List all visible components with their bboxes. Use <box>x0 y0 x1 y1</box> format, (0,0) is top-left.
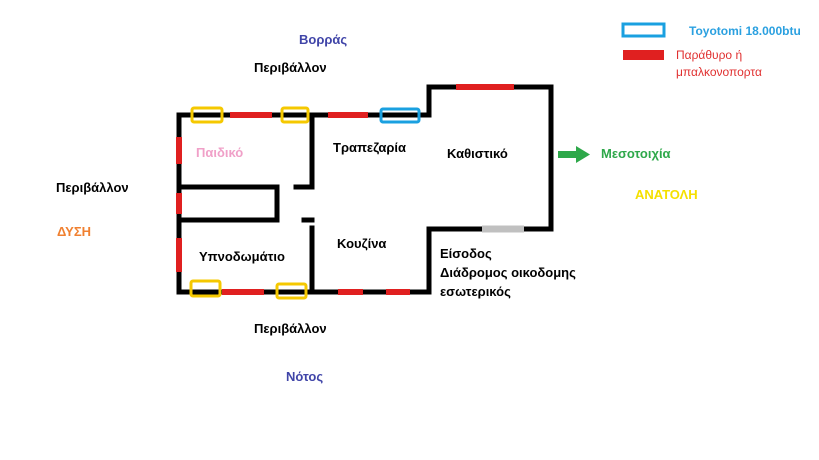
yellow-unit <box>189 279 222 298</box>
legend-window-label-1: Παράθυρο ή <box>676 48 743 62</box>
windows <box>176 84 514 295</box>
walls <box>176 84 554 295</box>
room-living: Καθιστικό <box>447 146 508 161</box>
room-entrance-2: Διάδρομος οικοδομης <box>440 265 576 280</box>
adjacent-label: Μεσοτοιχία <box>601 146 671 161</box>
north-label: Βορράς <box>299 32 348 47</box>
legend-window-swatch <box>623 50 664 60</box>
ac-unit <box>379 107 421 124</box>
east-label: ΑΝΑΤΟΛΗ <box>635 187 698 202</box>
west-label: ΔΥΣΗ <box>57 224 92 239</box>
surroundings-top: Περιβάλλον <box>254 60 327 75</box>
room-kids: Παιδικό <box>196 145 244 160</box>
legend-window-label-2: μπαλκονοπορτα <box>676 65 762 79</box>
outer-wall <box>176 84 554 295</box>
south-label: Νότος <box>286 369 324 384</box>
room-entrance-1: Είσοδος <box>440 246 492 261</box>
room-entrance-3: εσωτερικός <box>440 284 511 299</box>
room-bedroom: Υπνοδωμάτιο <box>199 249 285 264</box>
yellow-unit <box>275 282 308 300</box>
surroundings-left: Περιβάλλον <box>56 180 129 195</box>
room-kitchen: Κουζίνα <box>337 236 387 251</box>
legend-ac-swatch <box>621 22 666 38</box>
yellow-unit <box>190 106 224 124</box>
yellow-unit <box>280 106 310 124</box>
yellow-units <box>189 106 310 300</box>
right-arrow-icon <box>558 146 590 163</box>
surroundings-bottom: Περιβάλλον <box>254 321 327 336</box>
legend-ac-label: Toyotomi 18.000btu <box>689 24 801 38</box>
room-dining: Τραπεζαρία <box>333 140 406 155</box>
